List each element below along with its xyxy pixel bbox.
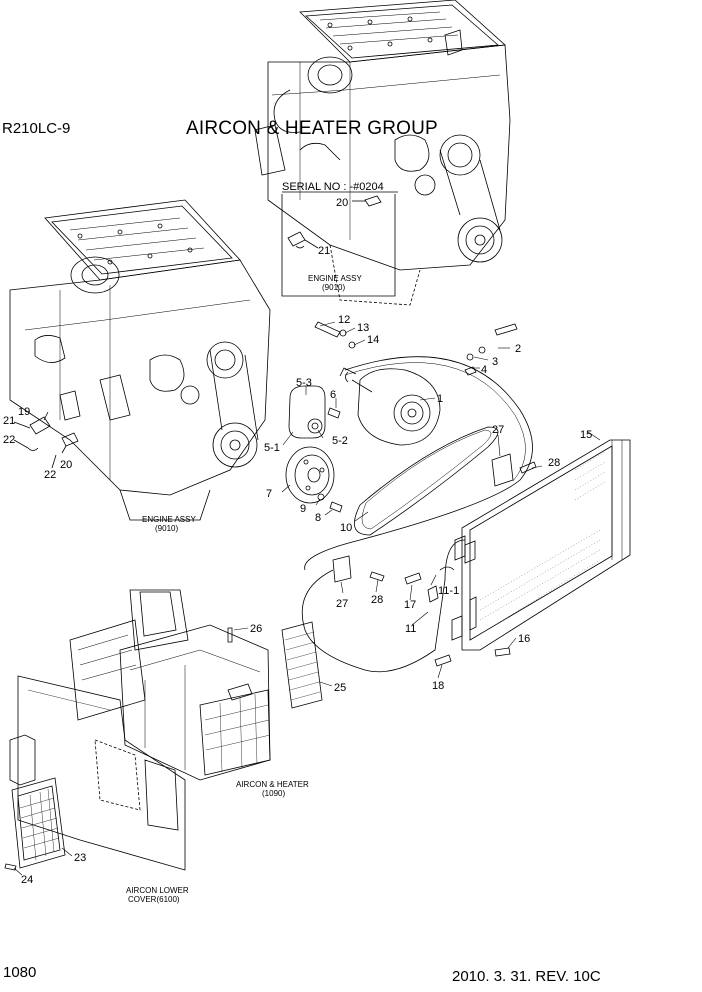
page-title: AIRCON & HEATER GROUP xyxy=(186,118,438,139)
serial-number: SERIAL NO : -#0204 xyxy=(282,181,384,193)
callout-7: 7 xyxy=(266,488,272,500)
aircon-lower-cover: AIRCON LOWER COVER(6100) xyxy=(4,675,189,904)
callout-21-top: 21 xyxy=(318,245,330,257)
callout-16: 16 xyxy=(518,633,530,645)
callout-20-top: 20 xyxy=(336,197,348,209)
engine-assy-top xyxy=(254,0,511,306)
engine-top-caption-line2: (9010) xyxy=(322,283,345,292)
compressor-group xyxy=(281,321,543,679)
callout-15: 15 xyxy=(580,429,592,441)
callout-11-1: 11-1 xyxy=(438,585,459,597)
callout-5-2: 5-2 xyxy=(332,435,348,447)
callout-4: 4 xyxy=(481,364,487,376)
aircon-heater-caption-line2: (1090) xyxy=(262,789,285,798)
page-number: 1080 xyxy=(3,964,37,981)
callout-14: 14 xyxy=(367,334,379,346)
callout-27-lower: 27 xyxy=(336,598,348,610)
callout-5-3: 5-3 xyxy=(296,377,312,389)
callout-12: 12 xyxy=(338,314,350,326)
callout-6: 6 xyxy=(330,389,336,401)
callout-25: 25 xyxy=(334,682,346,694)
callout-18: 18 xyxy=(432,680,444,692)
callout-1: 1 xyxy=(437,393,443,405)
callout-26: 26 xyxy=(250,623,262,635)
engine-left-caption-line1: ENGINE ASSY xyxy=(142,515,196,524)
callout-10: 10 xyxy=(340,522,352,534)
callout-11: 11 xyxy=(405,623,416,635)
callout-19: 19 xyxy=(18,406,30,418)
callout-13: 13 xyxy=(357,322,369,334)
model-code: R210LC-9 xyxy=(2,120,71,137)
callout-9: 9 xyxy=(300,503,306,515)
callout-5-1: 5-1 xyxy=(264,442,280,454)
callout-22-lower: 22 xyxy=(44,469,56,481)
condenser xyxy=(451,431,631,651)
revision-date: 2010. 3. 31. REV. 10C xyxy=(452,968,601,985)
engine-assy-left: ENGINE ASSY (9010) xyxy=(9,199,271,533)
callout-2: 2 xyxy=(515,343,521,355)
callout-22-left: 22 xyxy=(3,434,15,446)
serial-box: SERIAL NO : -#0204 ENGINE ASSY (9010) xyxy=(281,181,398,297)
callout-21-left: 21 xyxy=(3,415,15,427)
callout-28-upper: 28 xyxy=(548,457,560,469)
callout-27-upper: 27 xyxy=(492,424,504,436)
engine-top-caption-line1: ENGINE ASSY xyxy=(308,274,362,283)
callout-17: 17 xyxy=(404,599,416,611)
aircon-heater-caption-line1: AIRCON & HEATER xyxy=(236,780,309,789)
callout-8: 8 xyxy=(315,512,321,524)
lower-cover-caption-line1: AIRCON LOWER xyxy=(126,886,189,895)
callout-28-lower: 28 xyxy=(371,594,383,606)
callout-3: 3 xyxy=(492,356,498,368)
callout-24: 24 xyxy=(21,874,33,886)
callout-20-left: 20 xyxy=(60,459,72,471)
engine-left-caption-line2: (9010) xyxy=(155,524,178,533)
lower-cover-caption-line2: COVER(6100) xyxy=(128,895,180,904)
aircon-heater-unit: AIRCON & HEATER (1090) xyxy=(69,589,333,798)
callout-labels: 20 21 12 13 14 2 3 4 5-3 1 6 27 15 5-2 5… xyxy=(3,197,592,886)
callout-23: 23 xyxy=(74,852,86,864)
